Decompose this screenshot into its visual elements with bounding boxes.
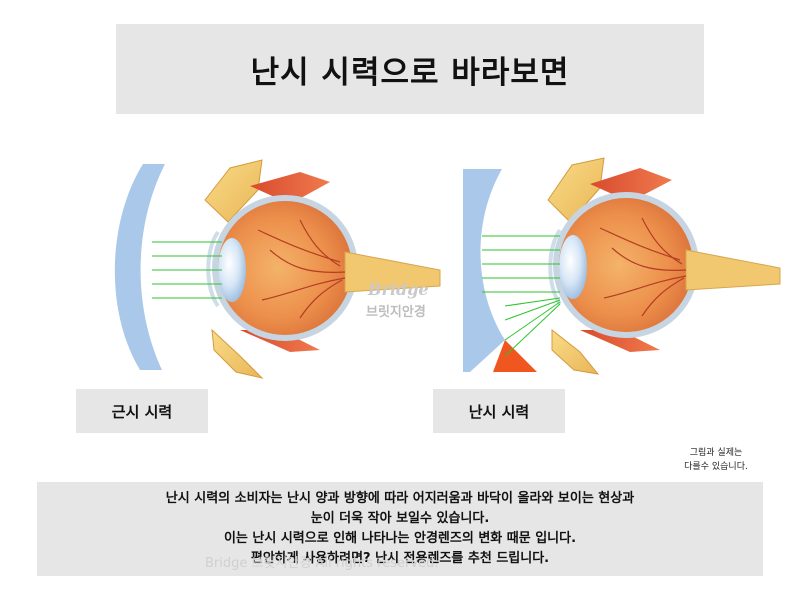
description-line: 난시 시력의 소비자는 난시 양과 방향에 따라 어지러움과 바닥이 올라와 보…: [165, 491, 635, 506]
description-line: 눈이 더욱 작아 보일수 있습니다.: [310, 511, 490, 526]
right-light-rays: [482, 235, 561, 357]
right-upper-fat: [547, 157, 605, 223]
disclaimer-note: 그림과 실제는 다를수 있습니다.: [658, 446, 774, 474]
watermark-brand: Bridge: [368, 280, 429, 299]
left-eyeglass-lens: [114, 164, 165, 370]
left-eye-illustration: [114, 159, 441, 379]
label-astigmatism: 난시 시력: [433, 389, 565, 433]
left-crystalline-lens: [218, 238, 246, 302]
title-banner: 난시 시력으로 바라보면: [116, 24, 704, 114]
disclaimer-line: 다를수 있습니다.: [684, 462, 748, 472]
description-line: 편안하게 사용하려면? 난시 전용렌즈를 추천 드립니다.: [250, 551, 550, 566]
description-panel: 난시 시력의 소비자는 난시 양과 방향에 따라 어지러움과 바닥이 올라와 보…: [37, 482, 763, 576]
left-lower-fat: [211, 328, 264, 379]
right-bent-ray: [504, 299, 561, 321]
distortion-wedge: [493, 340, 537, 372]
right-eye-illustration: [463, 157, 781, 375]
description-line: 이는 난시 시력으로 인해 나타나는 안경렌즈의 변화 때문 입니다.: [223, 531, 577, 546]
disclaimer-line: 그림과 실제는: [689, 448, 743, 458]
right-bent-ray: [504, 301, 561, 341]
right-eyeglass-lens: [463, 169, 505, 372]
watermark-korean: 브릿지안경: [366, 305, 426, 320]
left-cornea: [206, 230, 220, 308]
right-optic-nerve: [685, 249, 781, 291]
left-vessels: [257, 219, 346, 319]
page-title: 난시 시력으로 바라보면: [250, 54, 570, 91]
label-myopia: 근시 시력: [76, 389, 208, 433]
watermark-footer: Bridge 브릿지안경 All rights reserved.: [205, 556, 439, 571]
right-bent-ray: [504, 297, 561, 307]
right-crystalline-lens: [559, 235, 587, 299]
right-lower-fat: [551, 328, 600, 375]
right-vessels: [599, 217, 687, 317]
left-light-rays: [152, 241, 222, 299]
right-lower-muscle: [580, 330, 660, 352]
left-optic-nerve: [344, 251, 441, 293]
right-bent-ray: [504, 303, 561, 357]
left-upper-muscle: [250, 172, 330, 204]
right-upper-muscle: [590, 168, 672, 202]
left-upper-fat: [204, 159, 263, 223]
